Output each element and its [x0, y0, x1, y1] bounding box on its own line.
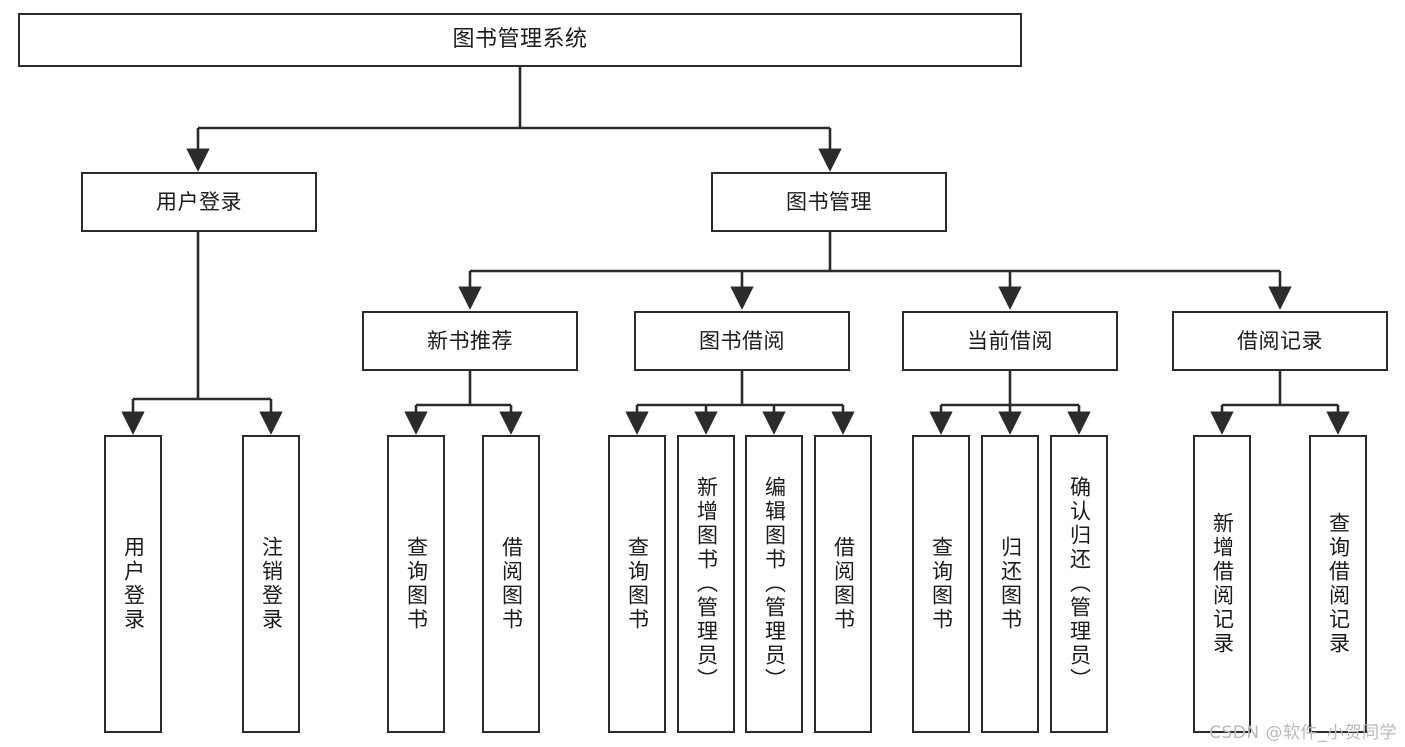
leaf-add-book-admin[interactable]: 新增图书（管理员）	[677, 435, 735, 733]
node-label: 注销登录	[259, 536, 284, 632]
node-label: 当前借阅	[967, 328, 1053, 353]
node-label: 图书管理系统	[452, 27, 588, 53]
node-root-system[interactable]: 图书管理系统	[18, 13, 1022, 67]
node-label: 查询图书	[404, 536, 429, 632]
node-label: 新书推荐	[427, 328, 513, 353]
node-label: 确认归还（管理员）	[1067, 476, 1092, 692]
node-user-login[interactable]: 用户登录	[81, 172, 317, 232]
leaf-query-borrow-record[interactable]: 查询借阅记录	[1309, 435, 1367, 733]
node-label: 新增借阅记录	[1210, 512, 1235, 656]
leaf-add-borrow-record[interactable]: 新增借阅记录	[1193, 435, 1251, 733]
node-label: 归还图书	[998, 536, 1023, 632]
node-book-management[interactable]: 图书管理	[711, 172, 947, 232]
leaf-query-book-current[interactable]: 查询图书	[912, 435, 970, 733]
node-label: 查询图书	[625, 536, 650, 632]
leaf-borrow-book[interactable]: 借阅图书	[814, 435, 872, 733]
node-label: 借阅图书	[499, 536, 524, 632]
node-label: 用户登录	[121, 536, 146, 632]
node-label: 新增图书（管理员）	[694, 476, 719, 692]
node-label: 图书借阅	[699, 328, 785, 353]
leaf-borrow-book-newbook[interactable]: 借阅图书	[482, 435, 540, 733]
node-current-borrow[interactable]: 当前借阅	[902, 311, 1118, 371]
leaf-return-book[interactable]: 归还图书	[981, 435, 1039, 733]
node-new-book-recommend[interactable]: 新书推荐	[362, 311, 578, 371]
node-label: 借阅记录	[1237, 328, 1323, 353]
leaf-query-book-newbook[interactable]: 查询图书	[387, 435, 445, 733]
node-borrow-record[interactable]: 借阅记录	[1172, 311, 1388, 371]
node-label: 查询借阅记录	[1326, 512, 1351, 656]
csdn-watermark: CSDN @软件_小贺同学	[1209, 723, 1397, 743]
leaf-logout[interactable]: 注销登录	[242, 435, 300, 733]
node-label: 编辑图书（管理员）	[762, 476, 787, 692]
node-label: 查询图书	[929, 536, 954, 632]
leaf-query-book-borrow[interactable]: 查询图书	[608, 435, 666, 733]
leaf-edit-book-admin[interactable]: 编辑图书（管理员）	[745, 435, 803, 733]
node-label: 借阅图书	[831, 536, 856, 632]
leaf-user-login[interactable]: 用户登录	[104, 435, 162, 733]
node-book-borrow[interactable]: 图书借阅	[634, 311, 850, 371]
node-label: 用户登录	[156, 189, 242, 214]
leaf-confirm-return-admin[interactable]: 确认归还（管理员）	[1050, 435, 1108, 733]
node-label: 图书管理	[786, 189, 872, 214]
